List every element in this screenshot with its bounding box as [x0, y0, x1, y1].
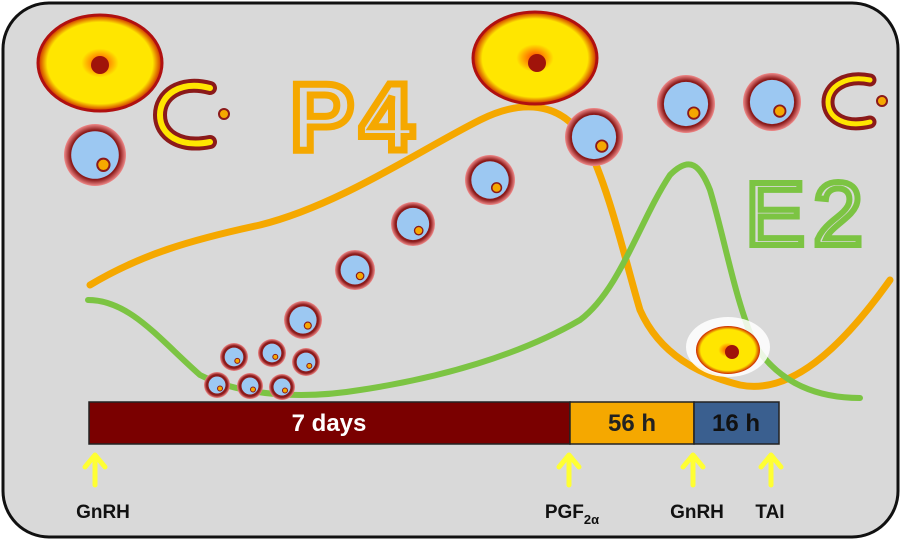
up-arrow-icon: [556, 452, 582, 488]
segment-16-h: [693, 401, 780, 445]
up-arrow-icon: [82, 452, 108, 488]
event-label-gnrh-start: GnRH: [76, 502, 130, 523]
follicle-group: [64, 73, 801, 400]
follicle-icon: [204, 372, 230, 398]
ovulation-icon: [686, 317, 770, 377]
ruptured-follicle-icon: [821, 72, 888, 131]
segment-label: 16 h: [712, 410, 760, 437]
follicle-icon: [284, 301, 322, 339]
follicle-icon: [237, 373, 263, 399]
segment-7-days: [88, 401, 571, 445]
event-label-gnrh-second: GnRH: [670, 502, 724, 523]
follicle-icon: [743, 73, 801, 131]
event-label-pgf2a: PGF2α: [545, 502, 599, 527]
follicle-icon: [391, 202, 435, 246]
follicle-icon: [220, 343, 248, 371]
event-label-tai: TAI: [755, 502, 784, 523]
p4-label: P4: [290, 64, 419, 171]
segment-56-h: [569, 401, 695, 445]
e2-label: E2: [745, 165, 871, 265]
follicle-icon: [258, 339, 286, 367]
corpus-luteum-icon: [471, 10, 599, 106]
segment-label: 56 h: [608, 410, 656, 437]
follicle-icon: [64, 124, 126, 186]
follicle-icon: [292, 348, 320, 376]
segment-label: 7 days: [292, 410, 367, 437]
timeline-bar: 7 days 56 h 16 h: [88, 401, 780, 445]
follicle-icon: [465, 155, 515, 205]
follicle-icon: [335, 250, 375, 290]
follicle-icon: [269, 374, 295, 400]
corpus-luteum-icon: [36, 13, 164, 113]
ruptured-follicle-icon: [152, 78, 230, 151]
up-arrow-icon: [680, 452, 706, 488]
follicle-icon: [657, 75, 715, 133]
up-arrow-icon: [758, 452, 784, 488]
follicle-icon: [565, 108, 623, 166]
